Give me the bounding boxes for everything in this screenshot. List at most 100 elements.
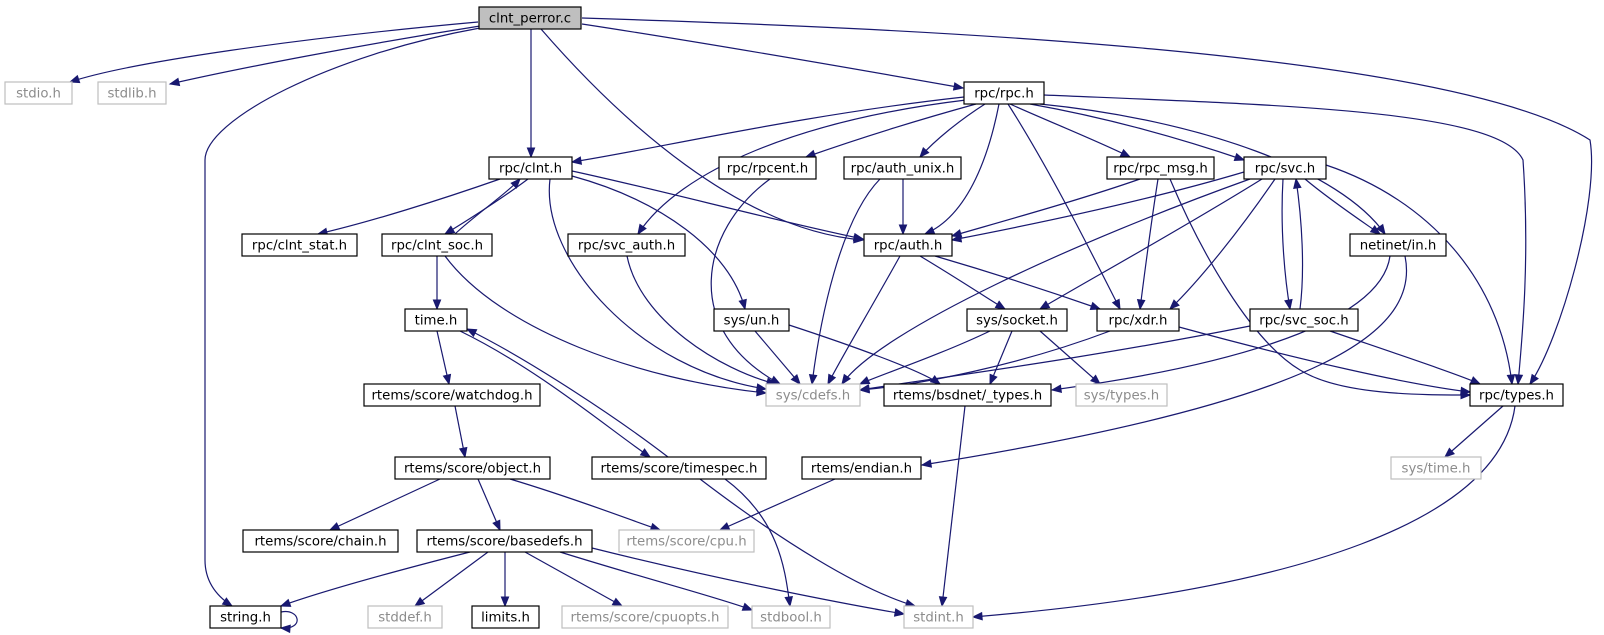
edge-sys_socket-to-rtems_bsdnet_types bbox=[989, 330, 1013, 385]
node-rpc-clnt[interactable]: rpc/clnt.h bbox=[488, 156, 573, 180]
edge-rpc_rpc-to-rpc_auth bbox=[924, 103, 1000, 235]
node-box bbox=[363, 383, 541, 407]
node-stdlib: stdlib.h bbox=[97, 81, 167, 105]
arrowhead-sys_socket-to-rtems_bsdnet_types bbox=[989, 373, 998, 386]
edge-rpc_svc_soc-to-rpc_types bbox=[1329, 330, 1481, 385]
node-rpc-clnt-soc[interactable]: rpc/clnt_soc.h bbox=[381, 233, 493, 257]
arrowhead-netinet_in-to-rtems_endian bbox=[920, 459, 933, 468]
node-rpc-svc[interactable]: rpc/svc.h bbox=[1243, 156, 1327, 180]
node-rpc-xdr[interactable]: rpc/xdr.h bbox=[1096, 308, 1180, 332]
edge-rpc_svc_soc-to-sys_cdefs bbox=[859, 325, 1251, 391]
arrowhead-rpc_types-to-stdint bbox=[971, 611, 983, 621]
arrowhead-rtems_object-to-rtems_basedefs bbox=[492, 519, 501, 532]
arrowhead-rpc_auth-to-sys_socket bbox=[994, 300, 1007, 310]
edge-rpc_xdr-to-rpc_types bbox=[1178, 326, 1471, 393]
node-box bbox=[1096, 308, 1180, 332]
arrowhead-rtems_bsdnet_types-to-stdint bbox=[938, 596, 948, 608]
node-rpc-svc-soc[interactable]: rpc/svc_soc.h bbox=[1249, 308, 1359, 332]
node-label: stddef.h bbox=[378, 611, 432, 626]
node-rtems-endian[interactable]: rtems/endian.h bbox=[801, 456, 922, 480]
node-netinet-in[interactable]: netinet/in.h bbox=[1349, 233, 1447, 257]
node-label: stdlib.h bbox=[107, 87, 156, 102]
node-box bbox=[567, 233, 686, 257]
node-box bbox=[367, 605, 443, 629]
node-stddef: stddef.h bbox=[367, 605, 443, 629]
arrowhead-clnt_perror-to-rpc_rpc bbox=[952, 82, 965, 91]
edge-rpc_svc_auth-to-sys_cdefs bbox=[626, 255, 777, 385]
edge-rpc_svc-to-sys_cdefs bbox=[841, 178, 1251, 385]
edge-clnt_perror-to-stdio bbox=[69, 21, 479, 83]
arrowhead-rpc_svc-to-rpc_auth bbox=[950, 233, 963, 243]
edge-rpc_rpc-to-rpc_rpc_msg bbox=[1009, 103, 1131, 158]
arrowhead-rtems_basedefs-to-stdint bbox=[893, 608, 906, 617]
edge-rtems_basedefs-to-stdint bbox=[591, 547, 905, 615]
arrowhead-rpc_rpc-to-rpc_xdr bbox=[1111, 298, 1121, 311]
node-rpc-rpc[interactable]: rpc/rpc.h bbox=[963, 81, 1045, 105]
node-label: rpc/auth_unix.h bbox=[851, 162, 955, 177]
node-box bbox=[471, 605, 540, 629]
arrowhead-clnt_perror-to-stdio bbox=[68, 74, 81, 84]
edge-rpc_clnt-to-sys_cdefs bbox=[548, 178, 767, 390]
edge-rpc_rpc-to-rpc_rpcent bbox=[805, 103, 977, 158]
node-box bbox=[416, 529, 593, 553]
node-label: stdint.h bbox=[913, 611, 964, 626]
arrowhead-rpc_rpc-to-rpc_auth_unix bbox=[919, 147, 930, 159]
node-label: rpc/clnt_soc.h bbox=[391, 239, 483, 254]
node-label: rpc/clnt.h bbox=[499, 162, 562, 177]
arrowhead-rtems_basedefs-to-stdbool bbox=[741, 602, 754, 611]
arrowhead-sys_socket-to-sys_cdefs bbox=[858, 376, 871, 385]
node-label: rpc/svc_auth.h bbox=[578, 239, 675, 254]
edge-rpc_rpc_msg-to-rpc_auth bbox=[951, 178, 1141, 237]
node-time-h[interactable]: time.h bbox=[404, 308, 468, 332]
node-label: rtems/score/cpuopts.h bbox=[571, 611, 720, 626]
node-rpc-rpcent[interactable]: rpc/rpcent.h bbox=[718, 156, 817, 180]
node-rtems-bsdnet-types[interactable]: rtems/bsdnet/_types.h bbox=[883, 383, 1052, 407]
node-rpc-clnt-stat[interactable]: rpc/clnt_stat.h bbox=[241, 233, 358, 257]
node-rtems-timespec[interactable]: rtems/score/timespec.h bbox=[591, 456, 767, 480]
node-label: rtems/score/timespec.h bbox=[601, 462, 758, 477]
arrowhead-sys_un-to-sys_cdefs bbox=[790, 373, 801, 386]
node-label: sys/cdefs.h bbox=[776, 389, 850, 404]
arrowhead-rtems_timespec-to-stdbool bbox=[784, 595, 793, 608]
arrowhead-rpc_clnt-to-rpc_clnt_soc bbox=[443, 225, 456, 235]
edge-rtems_object-to-rtems_cpu bbox=[509, 478, 661, 531]
node-box bbox=[394, 456, 551, 480]
edge-rpc_svc-to-sys_socket bbox=[1039, 178, 1263, 310]
node-string-h[interactable]: string.h bbox=[209, 605, 282, 629]
node-rtems-chain[interactable]: rtems/score/chain.h bbox=[242, 529, 399, 553]
node-clnt-perror[interactable]: clnt_perror.c bbox=[478, 6, 582, 30]
node-label: sys/socket.h bbox=[976, 314, 1058, 329]
node-label: rtems/score/object.h bbox=[404, 462, 541, 477]
nodes-layer: clnt_perror.c stdio.h stdlib.h rpc/rpc.h rpc… bbox=[4, 6, 1564, 629]
node-rpc-svc-auth[interactable]: rpc/svc_auth.h bbox=[567, 233, 686, 257]
arrowhead-rtems_basedefs-to-stddef bbox=[413, 596, 426, 607]
node-box bbox=[478, 6, 582, 30]
node-label: stdio.h bbox=[16, 87, 61, 102]
node-rtems-object[interactable]: rtems/score/object.h bbox=[394, 456, 551, 480]
node-box bbox=[561, 605, 729, 629]
node-rpc-types[interactable]: rpc/types.h bbox=[1469, 383, 1564, 407]
node-rtems-watchdog[interactable]: rtems/score/watchdog.h bbox=[363, 383, 541, 407]
node-label: rtems/bsdnet/_types.h bbox=[893, 389, 1042, 404]
node-box bbox=[241, 233, 358, 257]
node-stdio: stdio.h bbox=[4, 81, 73, 105]
node-sys-un[interactable]: sys/un.h bbox=[713, 308, 790, 332]
node-label: time.h bbox=[415, 314, 458, 329]
edge-clnt_perror-to-rpc_rpc bbox=[581, 23, 964, 89]
edge-rpc_rpc-to-rpc_xdr bbox=[1007, 103, 1121, 310]
edge-rtems_endian-to-rtems_cpu bbox=[719, 478, 836, 531]
arrowhead-rpc_rpc-to-rpc_clnt bbox=[570, 156, 583, 165]
node-sys-socket[interactable]: sys/socket.h bbox=[966, 308, 1068, 332]
node-rpc-rpc-msg[interactable]: rpc/rpc_msg.h bbox=[1106, 156, 1215, 180]
node-rpc-auth[interactable]: rpc/auth.h bbox=[863, 233, 953, 257]
node-box bbox=[883, 383, 1052, 407]
arrowhead-rpc_rpc-to-rpc_svc_auth bbox=[637, 223, 647, 236]
edge-rpc_svc-to-rpc_svc_soc bbox=[1281, 178, 1291, 310]
arrowhead-rpc_svc_soc-to-rpc_svc bbox=[1293, 177, 1302, 190]
edge-rtems_bsdnet_types-to-stdint bbox=[941, 405, 966, 607]
node-rtems-basedefs[interactable]: rtems/score/basedefs.h bbox=[416, 529, 593, 553]
node-box bbox=[1249, 308, 1359, 332]
node-rpc-auth-unix[interactable]: rpc/auth_unix.h bbox=[843, 156, 962, 180]
arrowhead-netinet_in-to-rtems_bsdnet_types bbox=[1050, 384, 1062, 394]
node-limits[interactable]: limits.h bbox=[471, 605, 540, 629]
